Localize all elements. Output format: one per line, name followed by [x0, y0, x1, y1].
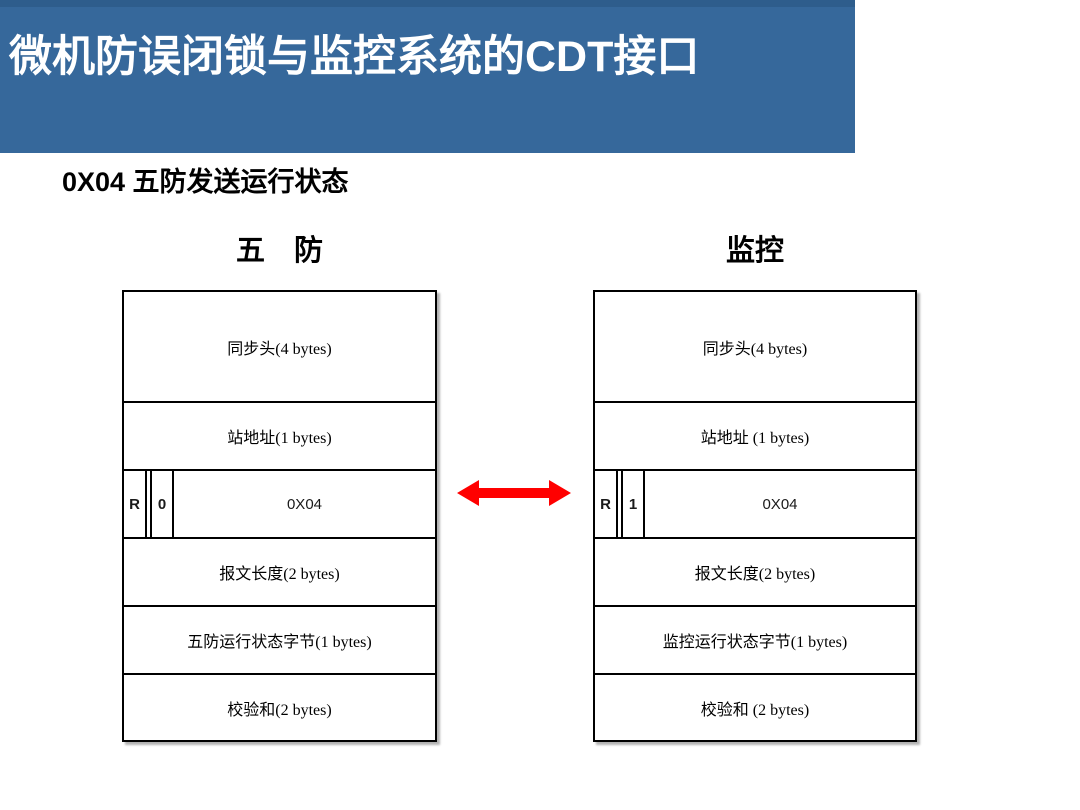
arrow-shape — [457, 480, 571, 506]
bit-cell-r: R — [595, 471, 618, 537]
row-label: 同步头(4 bytes) — [227, 340, 332, 358]
row-label: 报文长度(2 bytes) — [219, 566, 340, 583]
row-label: 报文长度(2 bytes) — [694, 566, 816, 583]
bit-cell-value: 1 — [621, 471, 645, 537]
table-row: 站地址 (1 bytes) — [595, 401, 915, 469]
row-label: 校验和 (2 bytes) — [700, 701, 810, 719]
column-header-wufang: 五 防 — [235, 235, 323, 267]
row-label: 五防运行状态字节(1 bytes) — [187, 634, 372, 651]
table-row: 同步头(4 bytes) — [595, 292, 915, 401]
bidirectional-arrow — [457, 477, 571, 509]
slide-title-bar: 微机防误闭锁与监控系统的CDT接口 — [0, 0, 855, 153]
row-label: 站地址(1 bytes) — [227, 430, 332, 447]
row-label: 监控运行状态字节(1 bytes) — [662, 634, 848, 651]
frame-table-jiankong: 同步头(4 bytes) 站地址 (1 bytes) R 1 0X04 报文长度… — [593, 290, 917, 742]
slide-subtitle: 0X04 五防发送运行状态 — [62, 167, 349, 197]
table-row-function-code: R 1 0X04 — [595, 469, 915, 537]
table-row: 报文长度(2 bytes) — [595, 537, 915, 605]
row-label: 同步头(4 bytes) — [702, 340, 808, 358]
table-row: 校验和(2 bytes) — [124, 673, 435, 740]
table-row-function-code: R 0 0X04 — [124, 469, 435, 537]
frame-table-wufang: 同步头(4 bytes) 站地址(1 bytes) R 0 0X04 报文长度(… — [122, 290, 437, 742]
bidirectional-arrow-icon — [457, 480, 571, 506]
function-code-cell: 0X04 — [286, 495, 323, 513]
bit-cell-r: R — [124, 471, 147, 537]
table-row: 报文长度(2 bytes) — [124, 537, 435, 605]
column-header-jiankong: 监控 — [725, 235, 784, 267]
table-row: 校验和 (2 bytes) — [595, 673, 915, 740]
row-label: 校验和(2 bytes) — [227, 701, 332, 719]
table-row: 站地址(1 bytes) — [124, 401, 435, 469]
slide-title: 微机防误闭锁与监控系统的CDT接口 — [9, 33, 700, 81]
table-row: 监控运行状态字节(1 bytes) — [595, 605, 915, 673]
bit-cell-value: 0 — [150, 471, 174, 537]
table-row: 同步头(4 bytes) — [124, 292, 435, 401]
function-code-cell: 0X04 — [762, 495, 798, 513]
row-label: 站地址 (1 bytes) — [700, 430, 810, 447]
table-row: 五防运行状态字节(1 bytes) — [124, 605, 435, 673]
